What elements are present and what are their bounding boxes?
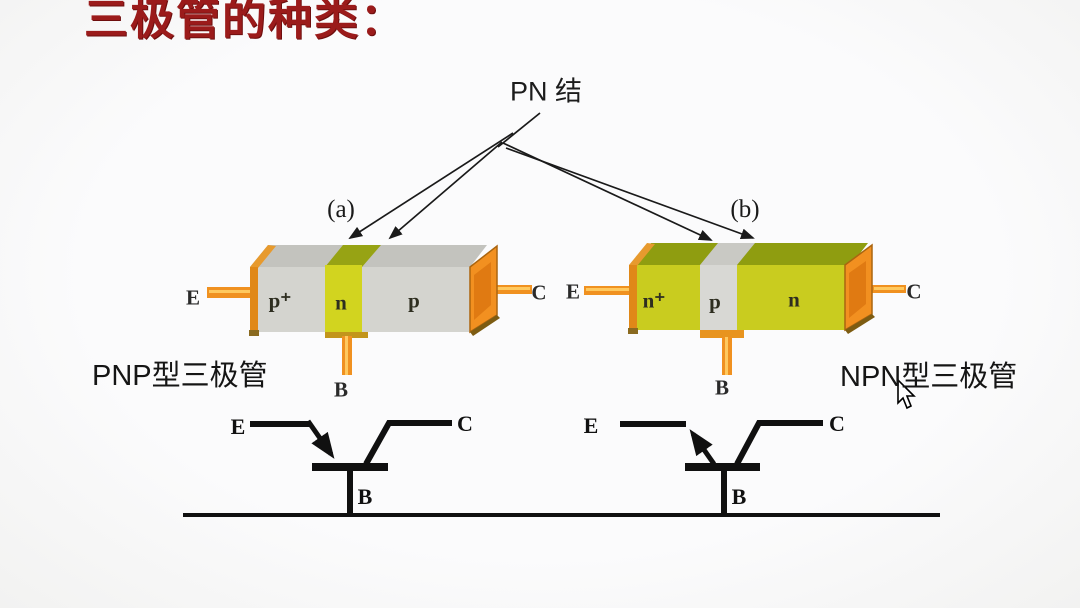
npn-region-label-n-plus: n⁺ (642, 288, 666, 313)
mouse-cursor (897, 378, 916, 410)
npn-base-lead-highlight (725, 337, 728, 375)
npn-collector-lead-highlight (874, 287, 904, 290)
npn-region-n (737, 265, 845, 330)
pnp-region-label-p: p (408, 288, 420, 313)
pnp-right-cap-shadow (470, 315, 500, 336)
npn-top-junction-strip (700, 243, 755, 265)
npn-region-p (700, 265, 737, 330)
pnp-base-pedestal (325, 330, 368, 338)
pnp-region-label-n: n (335, 290, 347, 315)
npn-base-pedestal (700, 328, 744, 338)
pnp-top-junction-strip (325, 245, 381, 267)
pnp-region-p (362, 267, 470, 332)
pnp-symbol-collector-label: C (457, 411, 473, 436)
pnp-base-label: B (333, 377, 349, 402)
arrow-to-b-junction-2 (505, 147, 755, 240)
npn-symbol-base-label: B (731, 484, 747, 509)
pnp-left-cap (250, 267, 258, 332)
npn-region-label-p: p (709, 289, 721, 314)
pnp-symbol-collector-line (363, 420, 452, 466)
pnp-symbol-base-label: B (357, 484, 373, 509)
pn-junction-arrows (348, 112, 755, 241)
pnp-collector-lead-highlight (496, 287, 530, 290)
pnp-collector-label: C (531, 280, 547, 305)
pnp-region-p-plus (258, 267, 325, 332)
npn-symbol-collector-line (734, 420, 823, 466)
npn-right-cap-shadow (845, 314, 875, 334)
pnp-symbol-emitter-arrow (305, 419, 335, 459)
pnp-emitter-lead-highlight (209, 290, 250, 293)
diagram-b-tag: (b) (730, 196, 760, 223)
pnp-right-cap-shade (474, 262, 491, 320)
npn-symbol-emitter-arrow (689, 429, 717, 466)
npn-left-cap-top (629, 243, 655, 266)
pnp-region-label-p-plus: p⁺ (268, 288, 292, 313)
npn-region-n-plus (637, 265, 700, 330)
pnp-block-diagram (207, 244, 532, 375)
pnp-left-cap-top (250, 245, 276, 268)
pnp-symbol-emitter-label: E (230, 414, 246, 439)
npn-top-face (633, 243, 868, 265)
npn-symbol-emitter-label: E (583, 413, 599, 438)
npn-emitter-lead-highlight (586, 288, 629, 291)
npn-block-diagram (584, 243, 906, 375)
pn-junction-label: PN 结 (509, 76, 583, 107)
npn-collector-label: C (906, 279, 922, 304)
pn-leader-line (497, 112, 541, 148)
diagram-a-tag: (a) (327, 196, 355, 223)
npn-base-label: B (714, 375, 730, 400)
npn-symbol (620, 420, 823, 513)
npn-emitter-label: E (565, 279, 581, 304)
arrow-to-a-junction-2 (388, 141, 503, 240)
pnp-emitter-label: E (185, 285, 201, 310)
pnp-left-cap-shadow (249, 330, 259, 336)
npn-symbol-collector-label: C (829, 411, 845, 436)
npn-caption: NPN型三极管 (840, 361, 1018, 393)
npn-left-cap (629, 265, 637, 330)
pnp-base-lead-highlight (345, 336, 348, 375)
pnp-caption: PNP型三极管 (92, 360, 268, 392)
pnp-region-n (325, 265, 362, 332)
arrow-to-a-junction-1 (348, 132, 514, 240)
npn-region-label-n: n (788, 287, 800, 312)
pnp-symbol (250, 419, 452, 515)
npn-right-cap-shade (849, 261, 866, 318)
npn-left-cap-shadow (628, 328, 638, 334)
slide-title: 三极管的种类： (84, 0, 406, 44)
